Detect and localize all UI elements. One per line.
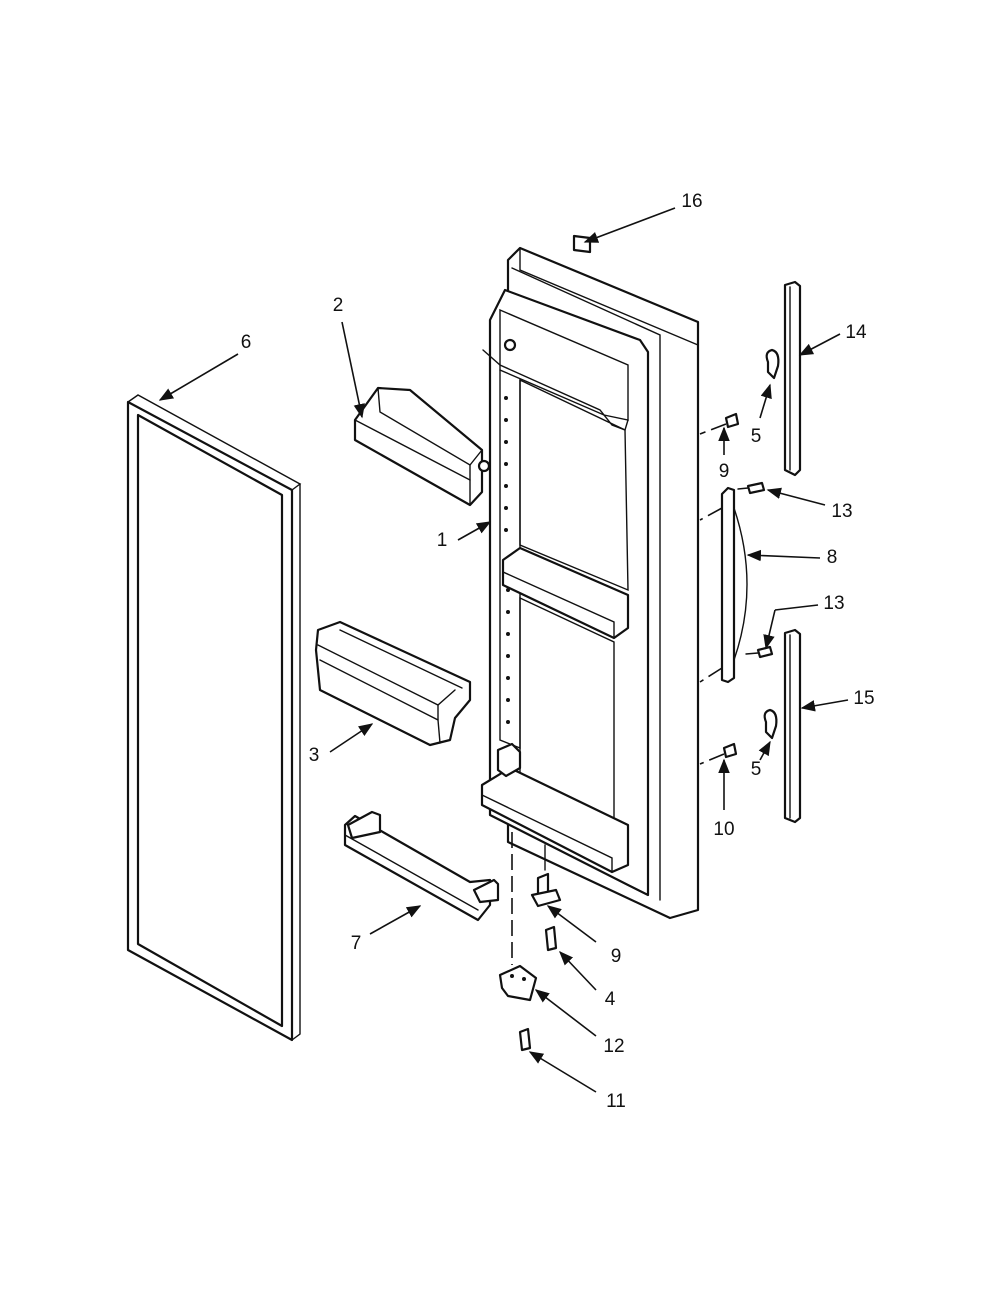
callout-12: 12 <box>603 1036 624 1057</box>
callout-11: 11 <box>606 1091 626 1112</box>
handle-screw-upper <box>737 481 766 495</box>
callout-7: 7 <box>351 933 362 954</box>
callout-16: 16 <box>681 191 702 212</box>
door-rail <box>343 810 500 922</box>
hinge-screw <box>544 925 558 952</box>
trim-clip-upper <box>765 348 780 380</box>
callout-10: 9 <box>611 946 622 967</box>
handle-screw-lower <box>745 645 774 659</box>
door-handle <box>699 486 748 684</box>
nameplate <box>572 234 592 254</box>
callout-3: 3 <box>309 745 320 766</box>
door-trim-lower <box>783 628 802 824</box>
callout-8: 8 <box>827 547 838 568</box>
callout-14: 14 <box>845 322 867 343</box>
dairy-bin <box>353 386 491 507</box>
callout-5-lower: 5 <box>751 759 762 780</box>
leader-lines <box>158 207 849 1093</box>
trim-screw-upper <box>699 412 740 435</box>
hinge-bracket-screw <box>518 1027 532 1052</box>
door-gasket <box>126 394 302 1042</box>
callout-5-upper: 5 <box>751 426 762 447</box>
bottom-hinge-bracket <box>498 964 538 1002</box>
callout-1: 1 <box>437 530 448 551</box>
callout-13-upper: 13 <box>831 501 852 522</box>
hinge-pin <box>530 844 562 908</box>
door-assembly <box>480 246 700 920</box>
callout-2: 2 <box>333 295 344 316</box>
callout-15: 15 <box>853 688 874 709</box>
callout-6: 6 <box>241 332 252 353</box>
trim-screw-lower <box>699 742 738 765</box>
callout-4: 4 <box>605 989 616 1010</box>
callout-13-lower: 13 <box>823 593 844 614</box>
door-bin <box>314 620 472 747</box>
callout-9-lower: 10 <box>713 819 734 840</box>
trim-clip-lower <box>763 708 778 740</box>
callout-9-upper: 9 <box>719 461 730 482</box>
door-trim-upper <box>783 280 802 477</box>
